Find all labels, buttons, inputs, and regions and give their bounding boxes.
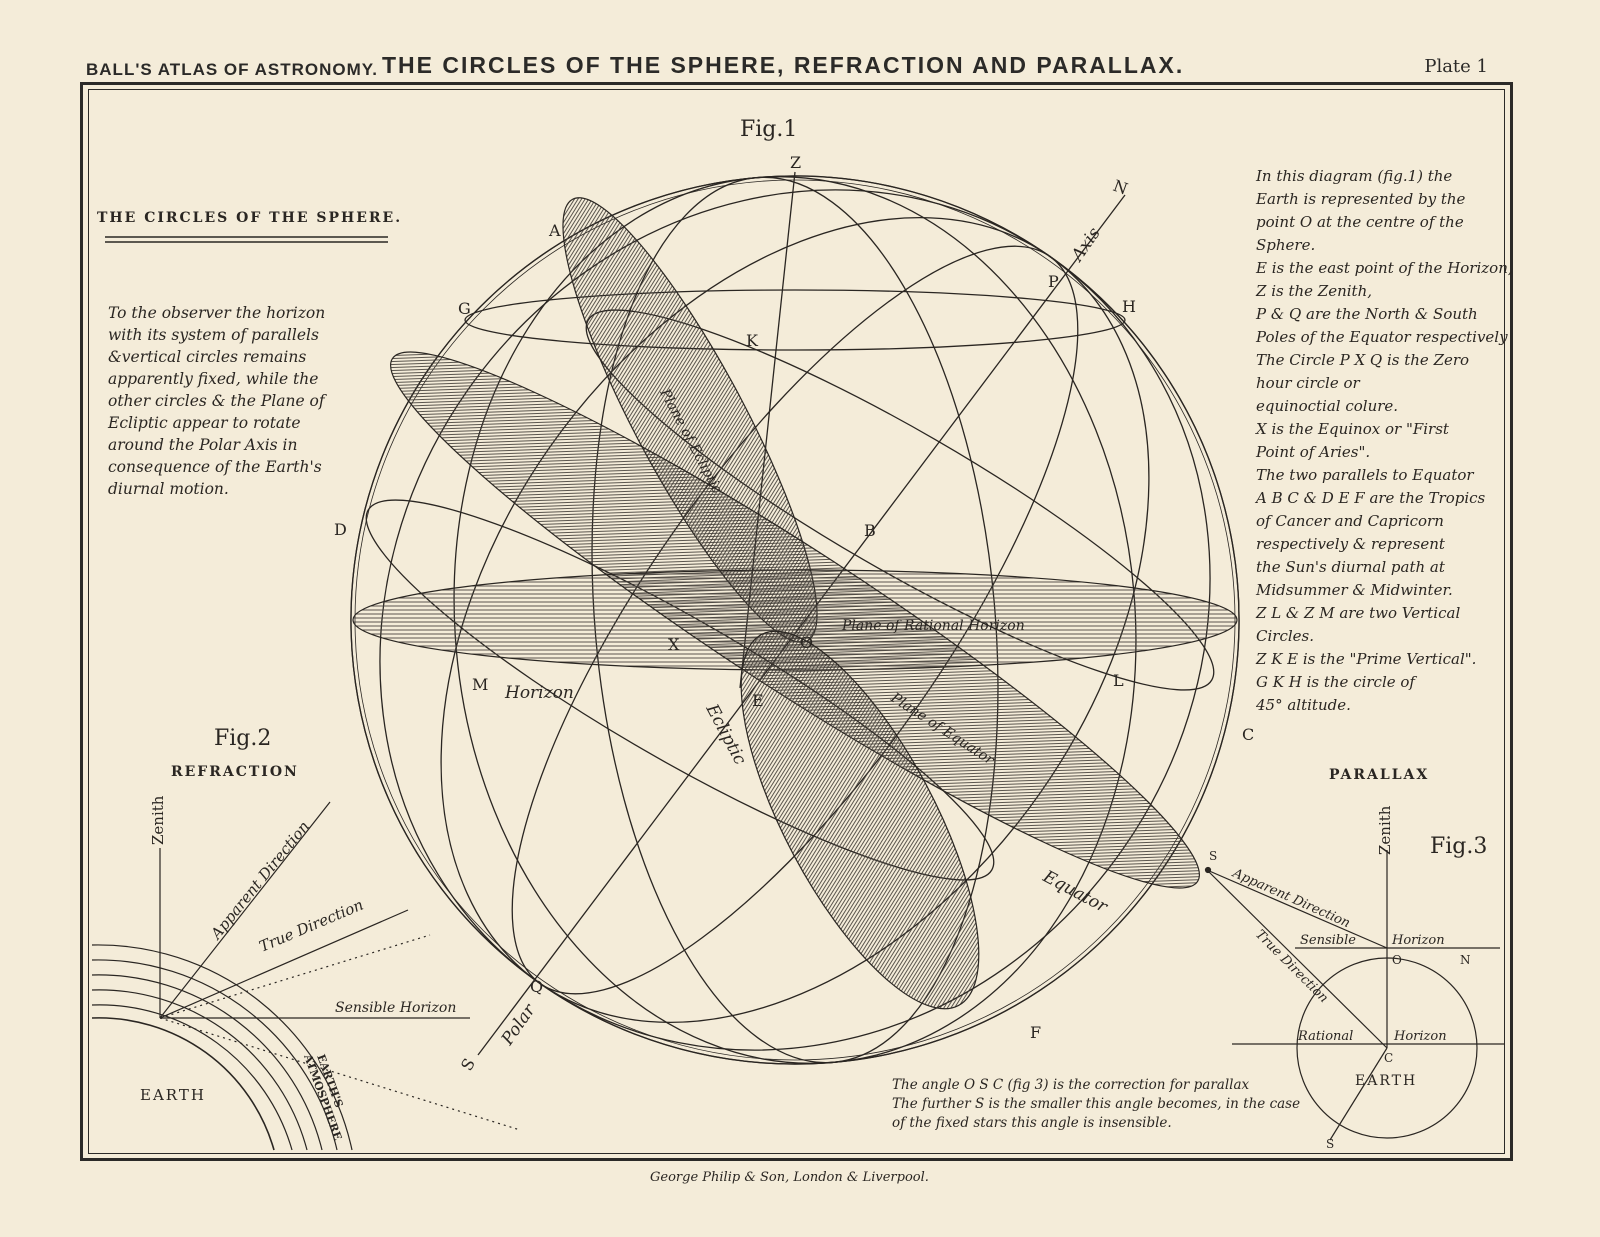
- fig3-star-point: [1204, 866, 1212, 874]
- atmosphere-arc-5: [91, 1004, 293, 1151]
- outer-frame: [80, 82, 1513, 1161]
- point-x: X: [668, 635, 680, 654]
- fig1-section-title: THE CIRCLES OF THE SPHERE.: [97, 210, 402, 226]
- fig3-title: PARALLAX: [1329, 767, 1429, 783]
- fig1-caption: Fig.1: [740, 117, 797, 142]
- fig2-earth-label: EARTH: [140, 1086, 206, 1104]
- atmosphere-arc-4: [91, 989, 308, 1151]
- point-s: S: [457, 1055, 479, 1074]
- fig1-point-labels: Z N A P H G K D B X O E M L C Q F S: [334, 153, 1254, 1074]
- point-e: E: [752, 691, 764, 710]
- fig3-earth-label: EARTH: [1355, 1073, 1417, 1089]
- point-f: F: [1030, 1023, 1041, 1042]
- equator-label: Equator: [1039, 866, 1111, 917]
- fig3-axis-line: [1329, 1047, 1388, 1141]
- fig3-zenith-label: Zenith: [1376, 805, 1394, 855]
- point-g: G: [458, 299, 471, 318]
- atmosphere-arc-2: [91, 959, 338, 1151]
- fig3-caption: Fig.3: [1430, 834, 1487, 859]
- point-a: A: [548, 221, 561, 240]
- point-q: Q: [530, 977, 543, 996]
- fig3-sensible-label: Sensible: [1300, 933, 1356, 948]
- plate-title: THE CIRCLES OF THE SPHERE, REFRACTION AN…: [382, 52, 1185, 78]
- fig1-left-note: To the observer the horizon with its sys…: [108, 304, 326, 498]
- fig3-true-line: [1206, 869, 1388, 1049]
- fig3-point-s: S: [1209, 849, 1217, 863]
- fig3-point-s2: S: [1326, 1137, 1334, 1151]
- fig3-note: The angle O S C (fig 3) is the correctio…: [892, 1077, 1301, 1131]
- fig3-rational-label: Rational: [1297, 1029, 1353, 1044]
- fig2-true-label: True Direction: [257, 896, 366, 956]
- fig3-point-o: O: [1392, 953, 1402, 967]
- fig2-zenith-label: Zenith: [149, 795, 167, 845]
- fig2-title: REFRACTION: [171, 764, 299, 780]
- atlas-series: BALL'S ATLAS OF ASTRONOMY.: [86, 60, 378, 79]
- point-l: L: [1113, 671, 1124, 690]
- point-m: M: [472, 675, 488, 694]
- horizon-label: Horizon: [504, 683, 574, 703]
- fig2-dotted-line-lower: [159, 1017, 521, 1131]
- fig3-apparent-line: [1206, 869, 1388, 949]
- point-k: K: [746, 331, 759, 350]
- fig3-point-c: C: [1384, 1051, 1393, 1065]
- fig2-labels: Fig.2 REFRACTION Zenith Apparent Directi…: [140, 726, 456, 1142]
- fig3-point-n: N: [1460, 953, 1471, 967]
- point-o: O: [800, 633, 813, 652]
- inner-frame: [88, 89, 1505, 1154]
- point-p: P: [1048, 272, 1059, 291]
- fig2-dotted-line-upper: [159, 934, 431, 1019]
- point-h: H: [1122, 297, 1136, 316]
- refraction-diagram: [91, 801, 521, 1151]
- fig3-apparent-label: Apparent Direction: [1229, 866, 1352, 932]
- point-b: B: [864, 521, 876, 540]
- publisher-line: George Philip & Son, London & Liverpool.: [650, 1170, 929, 1185]
- plane-horizon-label: Plane of Rational Horizon: [841, 618, 1025, 634]
- earth-surface-arc: [91, 1017, 275, 1151]
- point-z: Z: [790, 153, 801, 172]
- atmosphere-arc-3: [91, 974, 323, 1151]
- fig2-caption: Fig.2: [214, 726, 271, 751]
- plate-number: Plate 1: [1424, 56, 1488, 77]
- fig2-true-line: [159, 909, 409, 1019]
- fig2-sensible-label: Sensible Horizon: [335, 1000, 456, 1016]
- point-n: N: [1111, 176, 1131, 199]
- point-d: D: [334, 520, 347, 539]
- fig1-right-note: In this diagram (fig.1) the Earth is rep…: [1256, 167, 1513, 714]
- shaded-planes: [352, 197, 1238, 1010]
- altitude-45-circle: [464, 289, 1126, 351]
- plane-of-ecliptic-lower: [740, 630, 980, 1010]
- parallax-diagram: [1204, 850, 1505, 1141]
- point-c: C: [1242, 725, 1254, 744]
- polar-label: Polar: [497, 1000, 540, 1050]
- fig2-apparent-line: [159, 801, 331, 1019]
- atmosphere-arc-1: [91, 944, 353, 1151]
- fig3-horizon-label: Horizon: [1391, 933, 1445, 948]
- fig3-horizon2-label: Horizon: [1393, 1029, 1447, 1044]
